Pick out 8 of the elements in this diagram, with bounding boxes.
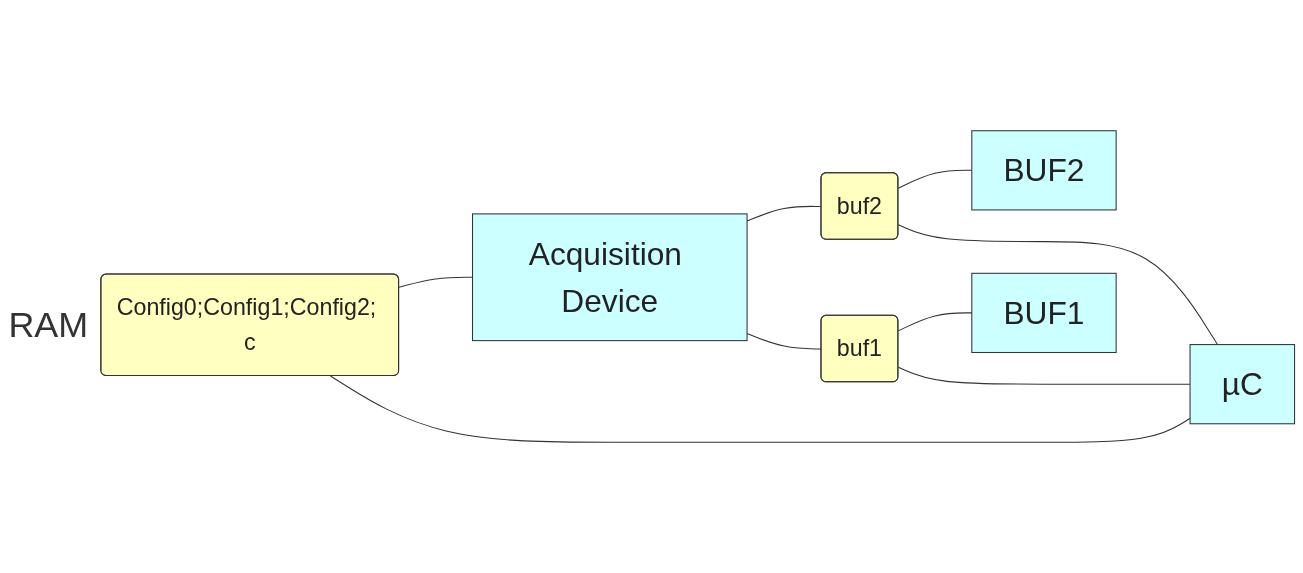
connector	[897, 366, 1191, 385]
node-box: Acquisition Device	[472, 213, 748, 342]
connector	[329, 375, 1191, 443]
node-caption: RAM	[8, 305, 89, 346]
node-box: BUF1	[971, 272, 1117, 354]
connector	[897, 224, 1219, 346]
node-box: µC	[1189, 344, 1296, 425]
node-box: BUF2	[971, 130, 1117, 211]
